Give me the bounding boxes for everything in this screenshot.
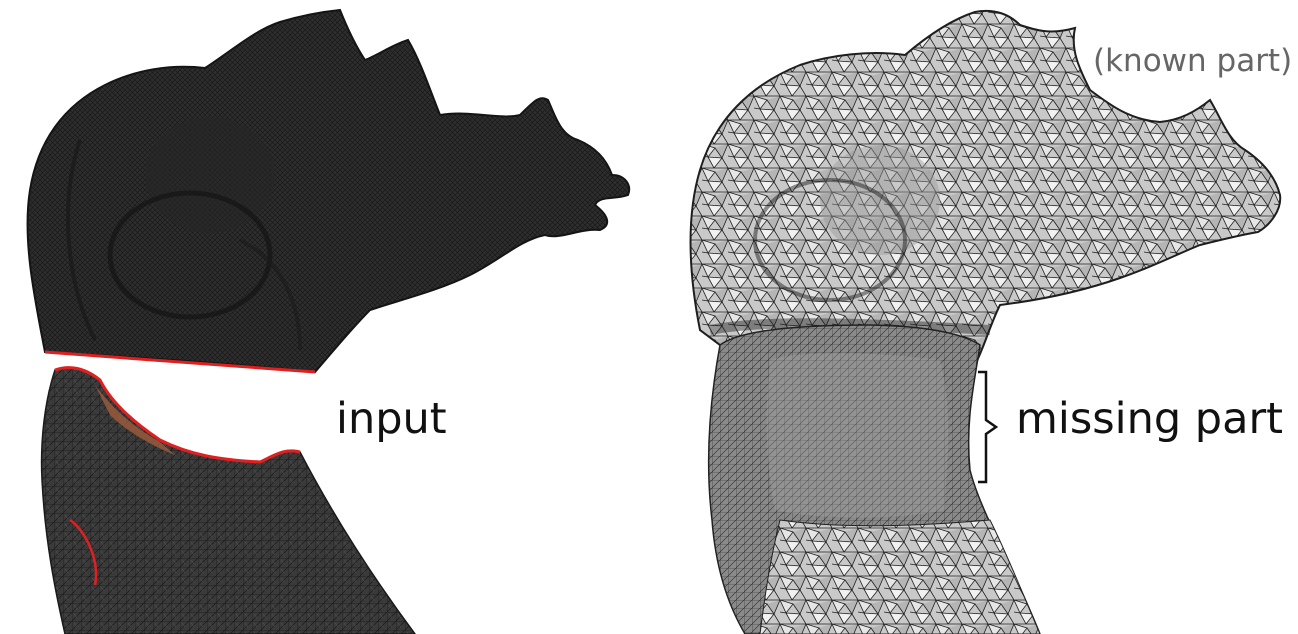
missing-part-label: missing part — [1016, 398, 1283, 441]
output-model — [691, 11, 1281, 634]
known-part-label: (known part) — [1093, 46, 1292, 77]
missing-part-bracket — [978, 372, 996, 482]
input-label: input — [336, 398, 447, 441]
input-top-fragment — [28, 10, 630, 372]
